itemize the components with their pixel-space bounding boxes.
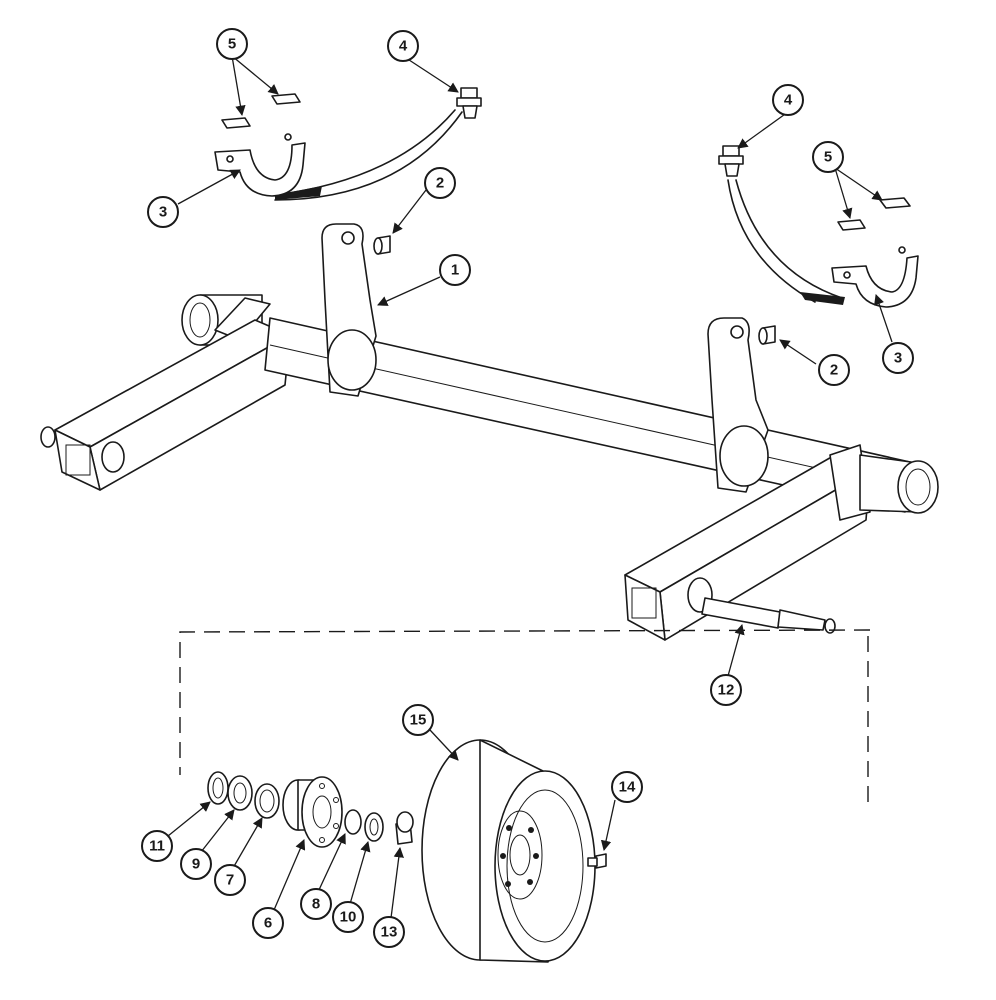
explode-boundary (179, 629, 871, 802)
callout-5-left: 5 (216, 28, 248, 60)
grease-hose-right (718, 145, 845, 305)
svg-text:5: 5 (228, 36, 236, 53)
svg-text:12: 12 (718, 682, 735, 699)
svg-text:7: 7 (226, 872, 234, 889)
svg-text:8: 8 (312, 896, 320, 913)
svg-text:9: 9 (192, 856, 200, 873)
clamp-left (214, 133, 306, 197)
svg-text:15: 15 (410, 712, 427, 729)
svg-text:2: 2 (436, 175, 444, 192)
svg-text:1: 1 (451, 262, 459, 279)
lug-nut (587, 853, 607, 869)
svg-text:10: 10 (340, 909, 357, 926)
grease-hose-left (274, 87, 482, 201)
callout-12: 12 (710, 674, 742, 706)
callout-8: 8 (300, 888, 332, 920)
svg-text:4: 4 (399, 38, 408, 55)
callout-6: 6 (252, 907, 284, 939)
callout-1: 1 (439, 254, 471, 286)
callout-5-right: 5 (812, 141, 844, 173)
callout-7: 7 (214, 864, 246, 896)
shims-left (221, 93, 301, 129)
callout-4-right: 4 (772, 84, 804, 116)
svg-text:2: 2 (830, 362, 838, 379)
svg-text:14: 14 (619, 779, 636, 796)
bushing-left (373, 235, 391, 255)
axle-frame (40, 223, 939, 641)
callout-14: 14 (611, 771, 643, 803)
callout-4-left: 4 (387, 30, 419, 62)
callout-2-right: 2 (818, 354, 850, 386)
callout-3-left: 3 (147, 196, 179, 228)
wheel-rim (421, 739, 596, 963)
svg-text:3: 3 (894, 350, 902, 367)
callout-3-right: 3 (882, 342, 914, 374)
callout-15: 15 (402, 704, 434, 736)
callout-13: 13 (373, 916, 405, 948)
callout-10: 10 (332, 901, 364, 933)
clamp-right (831, 246, 919, 308)
callout-2-top: 2 (424, 167, 456, 199)
shims-right (837, 197, 911, 231)
callout-9: 9 (180, 848, 212, 880)
svg-text:13: 13 (381, 924, 398, 941)
svg-text:6: 6 (264, 915, 272, 932)
svg-text:5: 5 (824, 149, 832, 166)
hub-assembly (207, 771, 414, 848)
svg-text:4: 4 (784, 92, 793, 109)
svg-text:11: 11 (149, 838, 165, 855)
svg-text:3: 3 (159, 204, 167, 221)
bushing-right (758, 325, 776, 345)
leader-lines (167, 55, 893, 919)
callout-11: 11 (141, 830, 173, 862)
